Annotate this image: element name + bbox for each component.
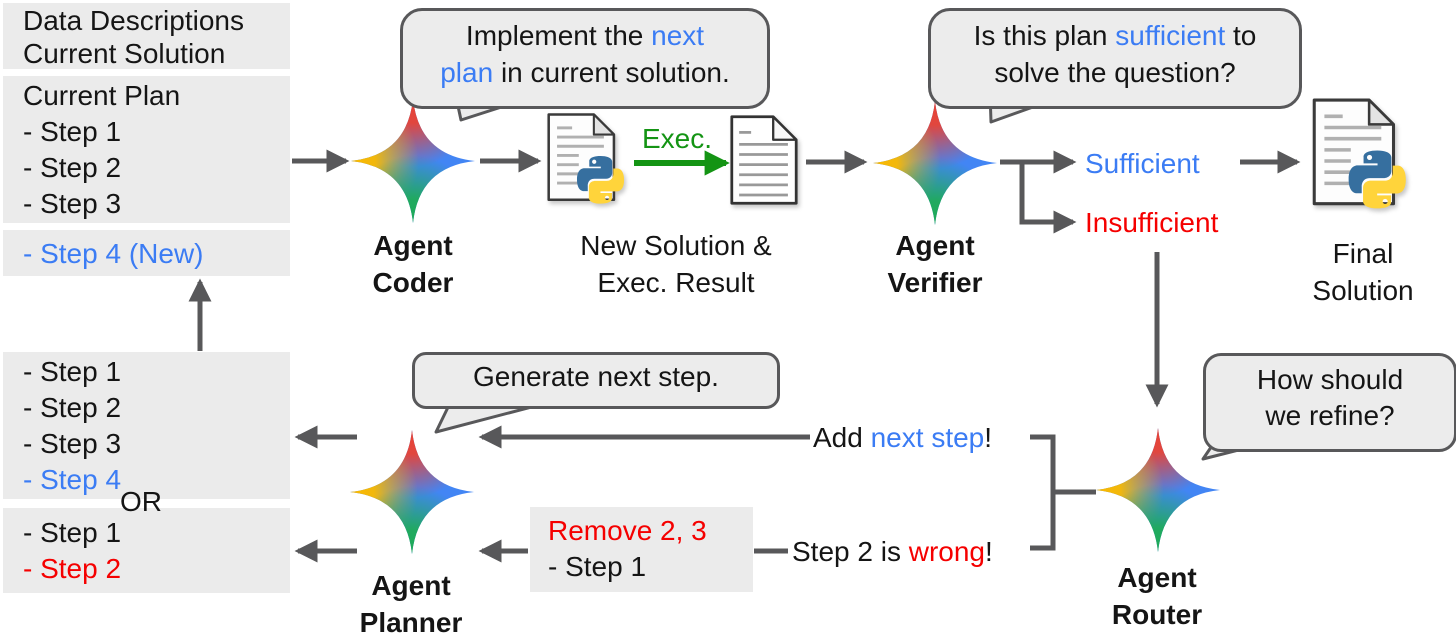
label-text-highlight: next step: [870, 422, 985, 453]
new-step-label: - Step 4 (New): [23, 238, 204, 269]
agent-router-star-icon: [1096, 428, 1220, 552]
or-label: OR: [120, 486, 162, 517]
agent-coder-label: Agent Coder: [333, 227, 493, 301]
plan-step-removed: - Step 2: [23, 553, 122, 584]
plan-step: - Step 2: [23, 152, 122, 183]
agent-label-line: Verifier: [887, 267, 983, 298]
label-text: Add: [813, 422, 871, 453]
planner-speech-bubble: Generate next step.: [412, 352, 780, 409]
verifier-speech-bubble: Is this plan sufficient to solve the que…: [928, 8, 1302, 109]
context-line: Current Solution: [23, 38, 226, 69]
current-plan-box: Current Plan - Step 1 - Step 2 - Step 3: [3, 76, 290, 223]
insufficient-label: Insufficient: [1085, 207, 1219, 238]
label-line: Final: [1332, 238, 1394, 269]
agent-coder-star-icon: [351, 99, 475, 223]
bubble-text-highlight: plan: [440, 57, 494, 88]
current-plan-title: Current Plan: [23, 80, 181, 111]
bubble-text: Is this plan: [973, 20, 1116, 51]
label-text: Step 2 is: [792, 536, 909, 567]
python-file-icon: [547, 113, 625, 204]
bubble-text: in current solution.: [493, 57, 730, 88]
plan-step: - Step 1: [23, 517, 122, 548]
document-icon: [730, 115, 798, 205]
bubble-text-highlight: sufficient: [1115, 20, 1226, 51]
agent-label-line: Agent: [371, 570, 451, 601]
remove-steps-box: Remove 2, 3 - Step 1: [530, 507, 753, 592]
new-step-box: - Step 4 (New): [3, 230, 290, 276]
add-next-step-label: Add next step!: [813, 422, 992, 454]
agent-label-line: Router: [1111, 599, 1203, 630]
arrow-verifier-insufficient: [1019, 162, 1077, 234]
agent-verifier-star-icon: [873, 101, 997, 225]
agent-label-line: Coder: [372, 267, 454, 298]
plan-step: - Step 3: [23, 428, 122, 459]
bubble-text: to: [1225, 20, 1257, 51]
plan-step: - Step 2: [23, 392, 122, 423]
bubble-text: Implement the: [465, 20, 652, 51]
remove-steps-step: - Step 1: [548, 551, 647, 582]
router-bracket: [1030, 434, 1056, 551]
label-line: Exec. Result: [597, 267, 755, 298]
label-text-highlight: wrong: [908, 536, 985, 567]
plan-step: - Step 1: [23, 356, 122, 387]
agent-label-line: Planner: [359, 607, 463, 638]
agent-planner-label: Agent Planner: [331, 567, 491, 638]
bubble-text: we refine?: [1265, 400, 1395, 431]
python-file-icon: [1312, 98, 1406, 209]
agent-label-line: Agent: [373, 230, 453, 261]
bubble-text: How should: [1256, 364, 1404, 395]
sufficient-label: Sufficient: [1085, 148, 1200, 179]
plan-step: - Step 3: [23, 188, 122, 219]
plan-option-b-box: - Step 1 - Step 2: [3, 508, 290, 593]
plan-step-new: - Step 4: [23, 464, 122, 495]
label-line: Solution: [1312, 275, 1414, 306]
context-box: Data Descriptions Current Solution: [3, 3, 290, 69]
label-text: !: [984, 422, 993, 453]
label-text: !: [985, 536, 993, 567]
plan-option-a-box: - Step 1 - Step 2 - Step 3 - Step 4: [3, 352, 290, 499]
coder-speech-bubble: Implement the next plan in current solut…: [400, 8, 770, 109]
label-line: New Solution &: [580, 230, 772, 261]
bubble-text: solve the question?: [994, 57, 1236, 88]
step-wrong-label: Step 2 is wrong!: [792, 536, 993, 568]
router-speech-bubble: How should we refine?: [1203, 353, 1456, 452]
remove-steps-line: Remove 2, 3: [548, 515, 707, 546]
bubble-text: Generate next step.: [473, 361, 719, 392]
exec-label: Exec.: [641, 123, 713, 154]
final-solution-label: Final Solution: [1283, 235, 1443, 309]
agent-router-label: Agent Router: [1077, 559, 1237, 633]
agent-verifier-label: Agent Verifier: [855, 227, 1015, 301]
agent-planner-star-icon: [350, 430, 474, 554]
plan-step: - Step 1: [23, 116, 122, 147]
bubble-text-highlight: next: [651, 20, 705, 51]
new-solution-label: New Solution & Exec. Result: [546, 227, 806, 301]
agent-label-line: Agent: [895, 230, 975, 261]
agent-label-line: Agent: [1117, 562, 1197, 593]
context-line: Data Descriptions: [23, 5, 244, 36]
